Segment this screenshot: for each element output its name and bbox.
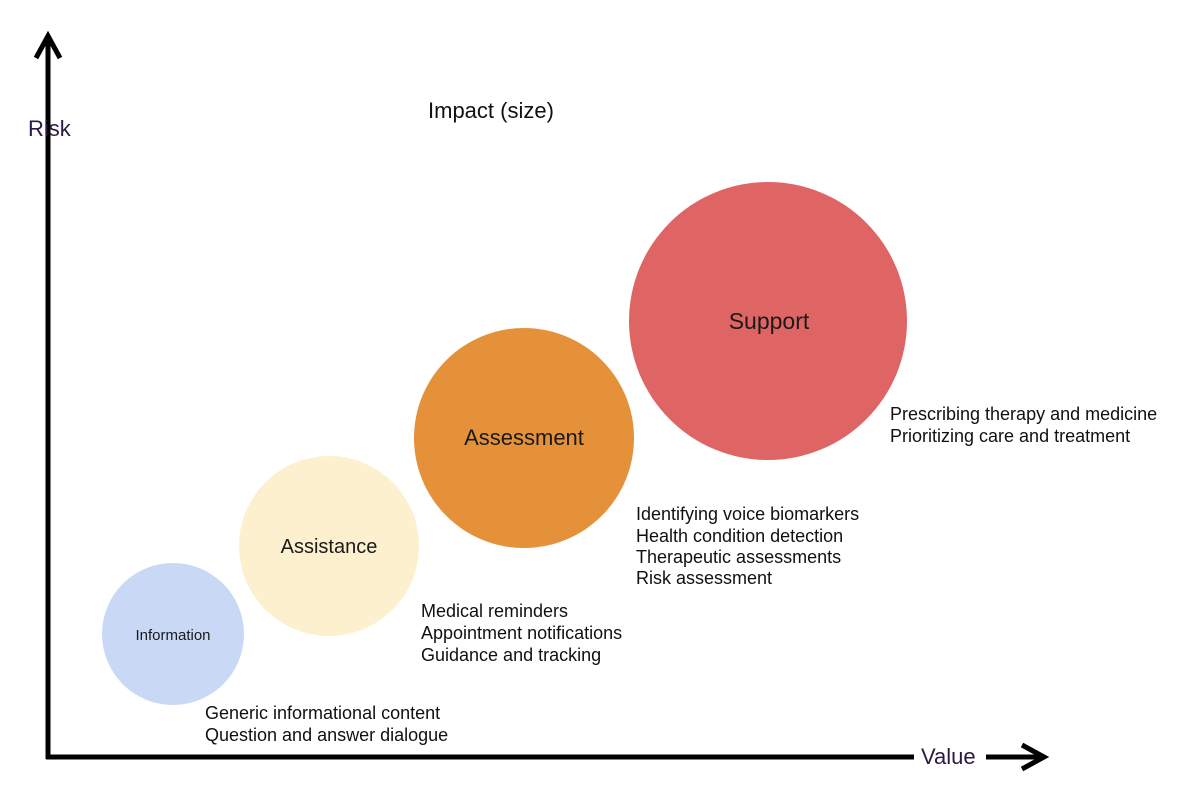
x-axis-label: Value [921, 744, 976, 769]
y-axis-label: Risk [28, 116, 72, 141]
assistance-label: Assistance [281, 536, 378, 558]
x-axis-arrow-icon [1020, 742, 1050, 772]
description-line: Identifying voice biomarkers [636, 504, 859, 524]
assessment-label: Assessment [464, 425, 584, 450]
information-bubble [102, 563, 244, 705]
description-line: Prioritizing care and treatment [890, 426, 1130, 446]
description-line: Health condition detection [636, 526, 843, 546]
assessment-description: Identifying voice biomarkers Health cond… [636, 504, 859, 588]
support-bubble [629, 182, 907, 460]
description-line: Guidance and tracking [421, 645, 601, 665]
assistance-description: Medical reminders Appointment notificati… [421, 601, 622, 665]
support-description: Prescribing therapy and medicine Priorit… [890, 404, 1157, 446]
assistance-bubble [239, 456, 419, 636]
description-line: Medical reminders [421, 601, 568, 621]
y-axis-arrow-icon [33, 30, 63, 60]
description-line: Risk assessment [636, 568, 772, 588]
impact-size-legend: Impact (size) [428, 98, 554, 123]
information-label: Information [135, 627, 210, 644]
description-line: Generic informational content [205, 703, 440, 723]
description-line: Appointment notifications [421, 623, 622, 643]
information-description: Generic informational content Question a… [205, 703, 448, 745]
stage-bubbles: Information Assistance Assessment Suppor… [102, 182, 907, 705]
axes: Risk Value [28, 30, 1050, 772]
assessment-bubble [414, 328, 634, 548]
description-line: Prescribing therapy and medicine [890, 404, 1157, 424]
support-label: Support [729, 308, 810, 334]
description-line: Question and answer dialogue [205, 725, 448, 745]
description-line: Therapeutic assessments [636, 547, 841, 567]
